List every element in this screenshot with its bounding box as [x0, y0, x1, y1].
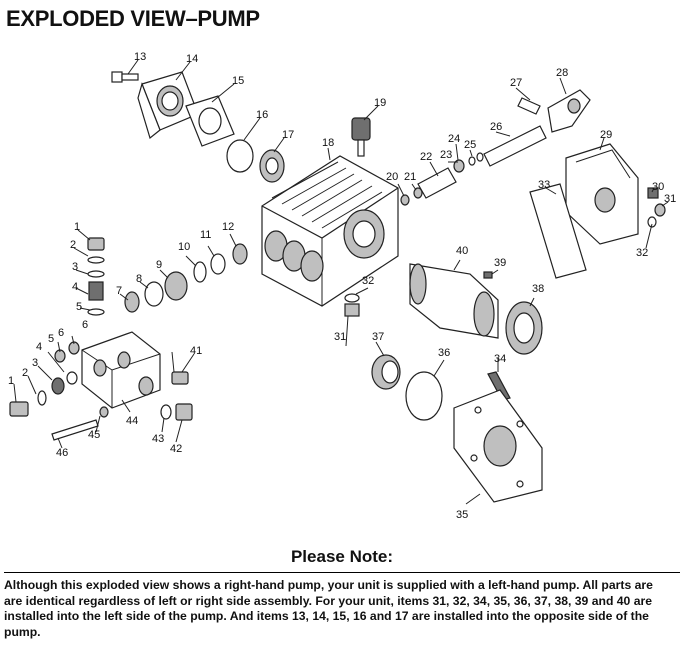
callout-36: 36	[438, 347, 450, 359]
part-18-crankcase	[261, 155, 399, 307]
callout-38: 38	[532, 283, 544, 295]
callout-15: 15	[232, 75, 244, 87]
part-42-43-plug-seal	[160, 403, 193, 421]
callout-35: 35	[456, 509, 468, 521]
callout-18: 18	[322, 137, 334, 149]
part-33-cover-gasket	[529, 183, 587, 279]
part-22-plunger	[417, 167, 457, 199]
callout-32: 32	[636, 247, 648, 259]
callout-3: 3	[72, 261, 78, 273]
callout-11: 11	[200, 229, 211, 241]
callout-3-lower: 3	[32, 357, 38, 369]
callout-31-center: 31	[334, 331, 346, 343]
callout-30: 30	[652, 181, 664, 193]
part-13-bolt	[111, 71, 139, 83]
callout-2: 2	[70, 239, 76, 251]
callout-5-lower: 5	[48, 333, 54, 345]
part-40-crankshaft	[409, 263, 499, 339]
part-35-mounting-flange	[453, 389, 543, 503]
part-29-rear-cover	[565, 143, 639, 245]
part-45-washer	[99, 406, 109, 418]
callout-4-lower: 4	[36, 341, 42, 353]
part-31-32-plug-center	[344, 293, 360, 317]
note-heading: Please Note:	[290, 547, 394, 566]
callout-46: 46	[56, 447, 68, 459]
callout-6-lower: 6	[58, 327, 64, 339]
callout-14: 14	[186, 53, 198, 65]
part-28-rod-cap	[547, 89, 591, 133]
callout-10: 10	[178, 241, 190, 253]
callout-40: 40	[456, 245, 468, 257]
callout-41: 41	[190, 345, 202, 357]
part-1-6-valve-lower	[9, 341, 80, 417]
part-27-wrist-pin	[517, 97, 541, 115]
part-36-o-ring	[405, 371, 443, 421]
callout-8: 8	[136, 273, 142, 285]
callout-21: 21	[404, 171, 416, 183]
callout-1-lower: 1	[8, 375, 14, 387]
callout-22: 22	[420, 151, 432, 163]
callout-27: 27	[510, 77, 522, 89]
part-30-drain-plug	[647, 187, 659, 199]
part-41-plug	[171, 371, 189, 385]
part-17-bearing	[259, 149, 285, 183]
page-title: EXPLODED VIEW–PUMP	[6, 6, 260, 31]
callout-16: 16	[256, 109, 268, 121]
part-23-25-seals	[453, 152, 484, 173]
callout-29: 29	[600, 129, 612, 141]
note-body: Although this exploded view shows a righ…	[4, 578, 653, 639]
callout-20: 20	[386, 171, 398, 183]
callout-25: 25	[464, 139, 476, 151]
part-37-seal	[371, 354, 401, 390]
callout-31: 31	[664, 193, 676, 205]
part-19-oil-cap	[351, 117, 371, 157]
part-39-key	[483, 271, 493, 279]
part-44-manifold	[81, 331, 161, 409]
part-26-connecting-rod	[483, 125, 547, 167]
callout-34: 34	[494, 353, 506, 365]
callout-43: 43	[152, 433, 164, 445]
callout-37: 37	[372, 331, 384, 343]
callout-4: 4	[72, 281, 78, 293]
part-14-flange	[137, 71, 199, 140]
leader-lines	[13, 59, 669, 505]
divider	[4, 572, 680, 573]
callout-5: 5	[76, 301, 82, 313]
callout-28: 28	[556, 67, 568, 79]
callout-44: 44	[126, 415, 138, 427]
part-16-o-ring	[226, 139, 254, 173]
callout-2-lower: 2	[22, 367, 28, 379]
callout-17: 17	[282, 129, 294, 141]
callout-7: 7	[116, 285, 122, 297]
part-31-32-plug-seal	[647, 203, 666, 228]
callout-23: 23	[440, 149, 452, 161]
callout-1: 1	[74, 221, 80, 233]
part-38-bearing	[505, 301, 543, 355]
part-15-gasket	[185, 95, 235, 147]
callout-39: 39	[494, 257, 506, 269]
part-7-12-packing-stack	[124, 243, 248, 313]
callout-26: 26	[490, 121, 502, 133]
callout-45: 45	[88, 429, 100, 441]
exploded-view-diagram: 13 14 15 16 17 18 19 27 28 26 29 24 25 2…	[0, 38, 684, 538]
callout-33: 33	[538, 179, 550, 191]
callout-9: 9	[156, 259, 162, 271]
callout-labels: 13 14 15 16 17 18 19 27 28 26 29 24 25 2…	[8, 51, 676, 521]
callout-6: 6	[82, 319, 88, 331]
callout-32-center: 32	[362, 275, 374, 287]
callout-19: 19	[374, 97, 386, 109]
callout-24: 24	[448, 133, 460, 145]
callout-12: 12	[222, 221, 234, 233]
part-20-21-washers	[400, 187, 423, 206]
part-1-2-plug-upper	[87, 237, 105, 264]
callout-42: 42	[170, 443, 182, 455]
callout-13: 13	[134, 51, 146, 63]
part-3-4-valve-upper	[87, 270, 105, 316]
pump-drawing: 13 14 15 16 17 18 19 27 28 26 29 24 25 2…	[8, 51, 676, 521]
